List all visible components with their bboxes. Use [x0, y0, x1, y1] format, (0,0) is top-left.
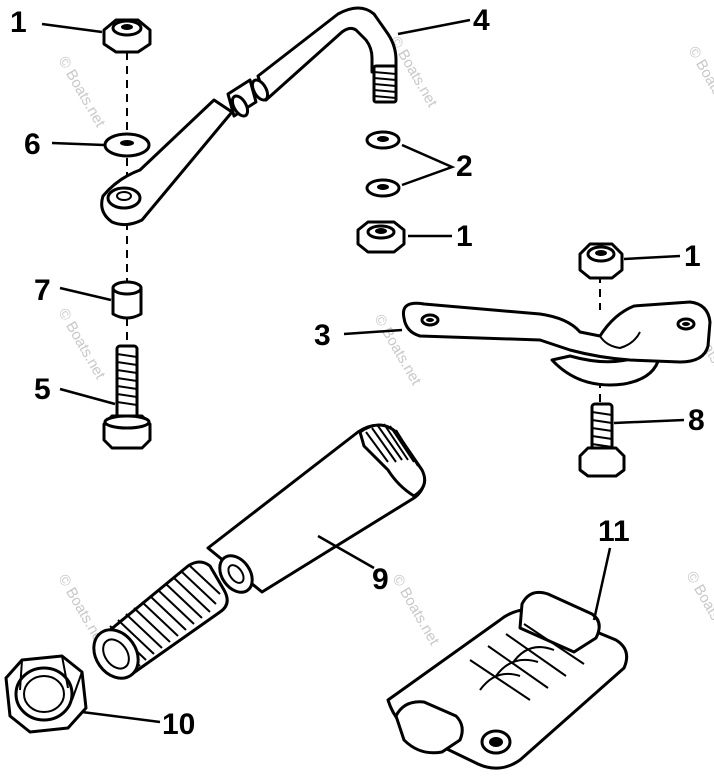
watermark: © Boats.net [685, 44, 714, 121]
tube-break [218, 554, 254, 594]
break-section [230, 94, 250, 118]
watermark: © Boats.net [55, 306, 109, 383]
callout-2: 2 [456, 150, 473, 183]
lock-nut-right [578, 242, 624, 280]
callout-6: 6 [24, 128, 41, 161]
callout-3: 3 [314, 319, 331, 352]
watermark: © Boats.net [389, 572, 443, 649]
washer [103, 132, 151, 158]
break-section [250, 78, 270, 102]
spacer [111, 280, 143, 320]
bracket-lug [394, 700, 464, 755]
bracket-ear [518, 590, 601, 654]
callout-7: 7 [34, 274, 51, 307]
callout-1: 1 [684, 240, 701, 273]
callout-4: 4 [473, 4, 490, 37]
watermark: © Boats.net [55, 54, 109, 131]
lock-nut-top [102, 18, 152, 54]
tilt-tube-nut [4, 654, 88, 734]
lock-nut-middle [356, 220, 406, 254]
washer [365, 178, 401, 198]
callout-1: 1 [10, 6, 27, 39]
tilt-tube [92, 423, 427, 680]
rod-eye [106, 186, 142, 210]
callout-8: 8 [688, 404, 705, 437]
callout-10: 10 [162, 708, 195, 741]
callout-11: 11 [598, 515, 630, 548]
steering-link-rod [100, 6, 398, 227]
watermark: © Boats.net [683, 569, 714, 646]
washer [365, 130, 401, 150]
callout-1: 1 [456, 220, 473, 253]
leader-lines [41, 18, 685, 724]
steering-arm [401, 300, 712, 387]
callouts: 1 4 6 2 1 1 7 3 5 8 9 10 11 [10, 4, 705, 741]
callout-9: 9 [372, 563, 389, 596]
bolt-left [102, 344, 152, 450]
trunnion-bracket [386, 590, 629, 770]
bolt-right [578, 402, 626, 478]
callout-5: 5 [34, 373, 51, 406]
